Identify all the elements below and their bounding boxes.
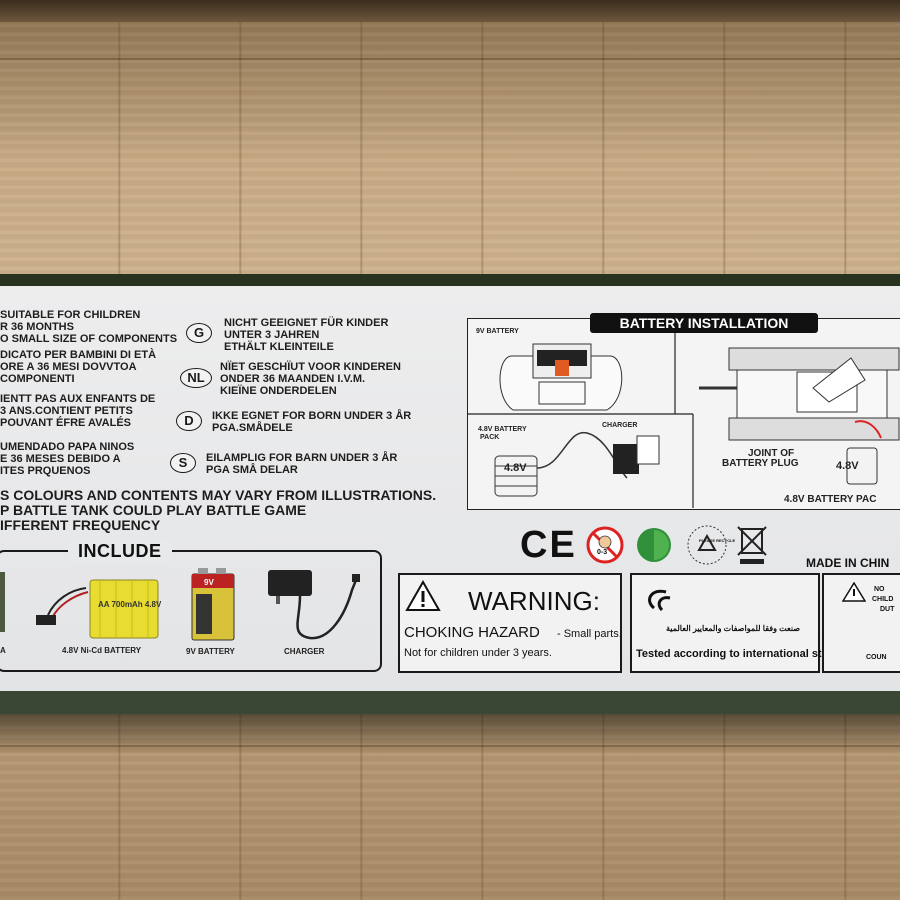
notice-line: E 36 MESES DEBIDO A <box>0 453 121 465</box>
include-label: A <box>0 646 6 655</box>
notice-line: IKKE EGNET FOR BORN UNDER 3 ÅR <box>212 410 412 422</box>
notice-line: DICATO PER BAMBINI DI ETÀ <box>0 349 157 361</box>
ce-mark: CE <box>520 524 577 566</box>
tested-standards-text: Tested according to international standa… <box>636 648 865 660</box>
green-dot-icon <box>637 528 671 562</box>
box-bottom-edge <box>0 688 900 714</box>
language-badge: NL <box>180 368 212 388</box>
partial-text: CHILD <box>872 596 894 603</box>
battery-installation-title: BATTERY INSTALLATION <box>590 313 818 333</box>
notice-line: NÏET GESCHÏUT VOOR KINDEREN <box>220 361 401 373</box>
warning-triangle-icon <box>405 580 441 611</box>
notice-line: PGA.SMÅDELE <box>212 422 293 434</box>
tank-part-illustration <box>0 572 5 632</box>
notice-line: 3 ANS.CONTIENT PETITS <box>0 405 133 417</box>
include-box <box>0 550 382 672</box>
partial-text: COUN <box>866 654 887 661</box>
battery-pack-illustration <box>36 579 159 639</box>
diagram-label: 4.8V <box>836 460 859 472</box>
partial-warning-box <box>822 573 900 673</box>
include-illustrations <box>0 568 360 641</box>
age-label: 0-3 <box>597 549 608 556</box>
recycle-text: PLEASE RECYCLE <box>699 538 736 543</box>
notice-line: IFFERENT FREQUENCY <box>0 517 161 533</box>
notice-line: R 36 MONTHS <box>0 321 74 333</box>
floor-seam <box>0 58 900 60</box>
battery-pack-text: AA 700mAh 4.8V <box>98 600 162 609</box>
notice-line: NICHT GEEIGNET FÜR KINDER <box>224 317 389 329</box>
small-parts-text: - Small parts. <box>557 628 622 640</box>
remote-control-illustration <box>499 343 623 411</box>
diagram-label: PACK <box>480 434 500 441</box>
standards-logo-icon <box>648 589 671 612</box>
include-label: 9V BATTERY <box>186 647 235 656</box>
diagram-label: JOINT OF <box>748 448 795 459</box>
notice-line: POUVANT ÉFRE AVALÉS <box>0 417 131 429</box>
notice-line: IENTT PAS AUX ENFANTS DE <box>0 393 156 405</box>
language-badge: G <box>186 323 212 343</box>
age-warning-icon <box>586 526 624 564</box>
9v-battery-text: 9V <box>204 578 214 587</box>
include-label: 4.8V Ni-Cd BATTERY <box>62 646 142 655</box>
notice-line: PGA SMÅ DELAR <box>206 464 298 476</box>
charging-illustration <box>494 432 660 497</box>
standards-box <box>630 573 820 673</box>
choking-hazard-text: CHOKING HAZARD <box>404 624 540 641</box>
diagram-label: CHARGER <box>602 422 638 429</box>
include-title: INCLUDE <box>68 541 172 562</box>
notice-line: UNTER 3 JAHREN <box>224 329 320 341</box>
include-label: CHARGER <box>284 647 325 656</box>
box-top-edge <box>0 274 900 288</box>
tank-illustration <box>699 347 900 485</box>
partial-text: DUT <box>880 606 895 613</box>
language-badge: D <box>176 411 202 431</box>
notice-line: S COLOURS AND CONTENTS MAY VARY FROM ILL… <box>0 487 437 503</box>
diagram-label: 9V BATTERY <box>476 328 519 335</box>
charger-illustration <box>268 570 360 640</box>
recycle-icon <box>687 525 727 565</box>
diagram-label: BATTERY PLUG <box>722 458 799 469</box>
notice-line: ETHÄLT KLEINTEILE <box>224 341 334 353</box>
partial-text: NO <box>874 586 885 593</box>
weee-bin-icon <box>737 526 767 564</box>
notice-line: P BATTLE TANK COULD PLAY BATTLE GAME <box>0 502 307 518</box>
9v-battery-illustration <box>191 568 235 641</box>
diagram-label: 4.8V BATTERY <box>478 426 527 433</box>
notice-line: KIEÏNE ONDERDELEN <box>220 385 337 397</box>
warning-box <box>398 573 622 673</box>
notice-line: COMPONENTI <box>0 373 75 385</box>
arabic-standards-text: صنعت وفقا للمواصفات والمعايير العالمية <box>666 624 801 633</box>
notice-line: UMENDADO PAPA NINOS <box>0 441 135 453</box>
diagram-label: 4.8V BATTERY PAC <box>784 494 877 505</box>
notice-line: ORE A 36 MESI DOVVTOA <box>0 361 137 373</box>
notice-line: O SMALL SIZE OF COMPONENTS <box>0 333 178 345</box>
floor-top-edge <box>0 0 900 22</box>
language-badge: S <box>170 453 196 473</box>
notice-line: SUITABLE FOR CHILDREN <box>0 309 141 321</box>
age-restriction-text: Not for children under 3 years. <box>404 647 552 659</box>
small-warning-triangle-icon <box>842 582 866 602</box>
notice-line: EILAMPLIG FOR BARN UNDER 3 ÅR <box>206 452 398 464</box>
diagram-label: 4.8V <box>504 462 527 474</box>
notice-line: ITES PRQUENOS <box>0 465 91 477</box>
warning-title: WARNING: <box>468 586 600 616</box>
battery-diagram <box>467 318 900 508</box>
notice-line: ONDER 36 MAANDEN I.V.M. <box>220 373 366 385</box>
made-in-label: MADE IN CHIN <box>806 556 890 570</box>
